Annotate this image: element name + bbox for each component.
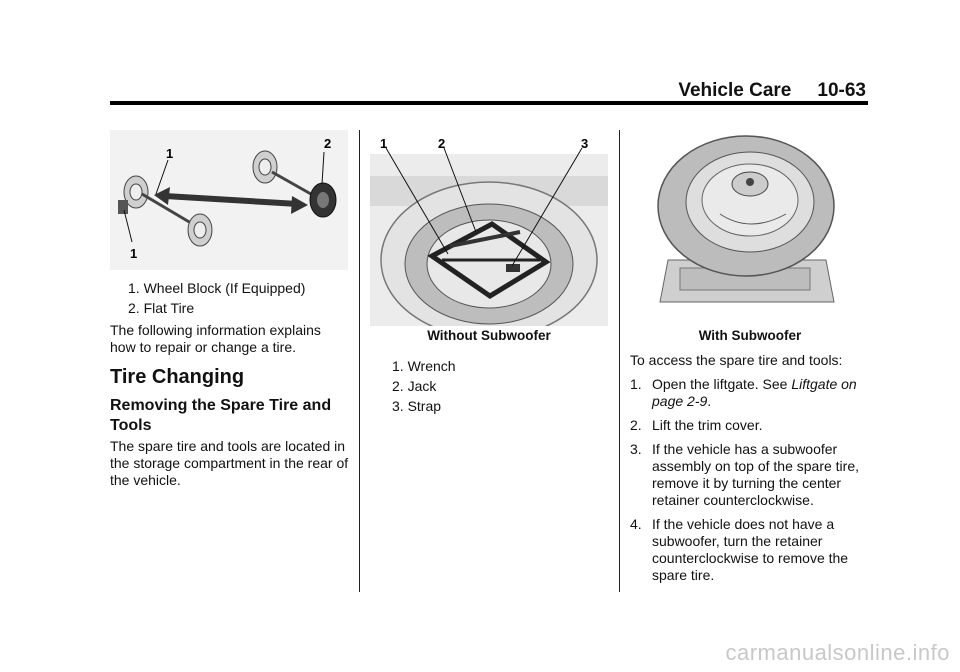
callout-1: 1	[380, 136, 387, 151]
callout-2: 2	[438, 136, 445, 151]
callout-1: 1	[130, 246, 137, 261]
spare-tire-with-subwoofer-illustration	[657, 135, 835, 303]
page-number: 10-63	[817, 80, 866, 101]
column-divider	[359, 130, 360, 592]
figure-caption: With Subwoofer	[698, 328, 802, 343]
list-item: 1. Wrench	[392, 358, 456, 374]
cross-reference-link[interactable]: Liftgate on page 2-9	[652, 376, 857, 409]
page-header: Vehicle Care 10-63	[678, 80, 866, 102]
figure-legend: 1. Wrench 2. Jack 3. Strap	[392, 358, 456, 418]
callout-1: 1	[166, 146, 173, 161]
list-item: 4. If the vehicle does not have a subwoo…	[630, 516, 849, 583]
header-rule	[110, 101, 868, 105]
body-paragraph: The spare tire and tools are located in …	[110, 438, 349, 488]
subwoofer-icon	[731, 171, 769, 197]
list-item: 3. If the vehicle has a subwoofer assemb…	[630, 441, 859, 508]
section-name: Vehicle Care	[678, 80, 792, 101]
callout-2: 2	[324, 136, 331, 151]
wheel-block-illustration: 1 2 1	[110, 130, 348, 270]
figure-legend: 1. Wheel Block (If Equipped) 2. Flat Tir…	[128, 280, 305, 320]
steps-intro: To access the spare tire and tools:	[630, 352, 843, 368]
watermark: carmanualsonline.info	[725, 640, 950, 665]
subsection-heading: Removing the Spare Tire and Tools	[110, 397, 332, 434]
jack-icon	[427, 221, 551, 299]
list-item: 2. Jack	[392, 378, 437, 394]
figure-caption: Without Subwoofer	[427, 328, 551, 343]
column-divider	[619, 130, 620, 592]
strap-icon	[506, 264, 520, 272]
list-item: 1. Open the liftgate. See Liftgate on pa…	[630, 376, 857, 409]
list-item: 2. Lift the trim cover.	[630, 417, 763, 433]
intro-paragraph: The following information explains how t…	[110, 322, 321, 355]
spare-tire-without-subwoofer-illustration: 1 2 3	[370, 136, 608, 326]
list-item: 2. Flat Tire	[128, 300, 195, 316]
wheel-block-icon	[118, 200, 128, 214]
callout-3: 3	[581, 136, 588, 151]
wrench-icon	[449, 230, 521, 248]
list-item: 3. Strap	[392, 398, 442, 414]
list-item: 1. Wheel Block (If Equipped)	[128, 280, 306, 296]
section-heading: Tire Changing	[110, 366, 245, 388]
steps-list: 1. Open the liftgate. See Liftgate on pa…	[630, 376, 870, 591]
